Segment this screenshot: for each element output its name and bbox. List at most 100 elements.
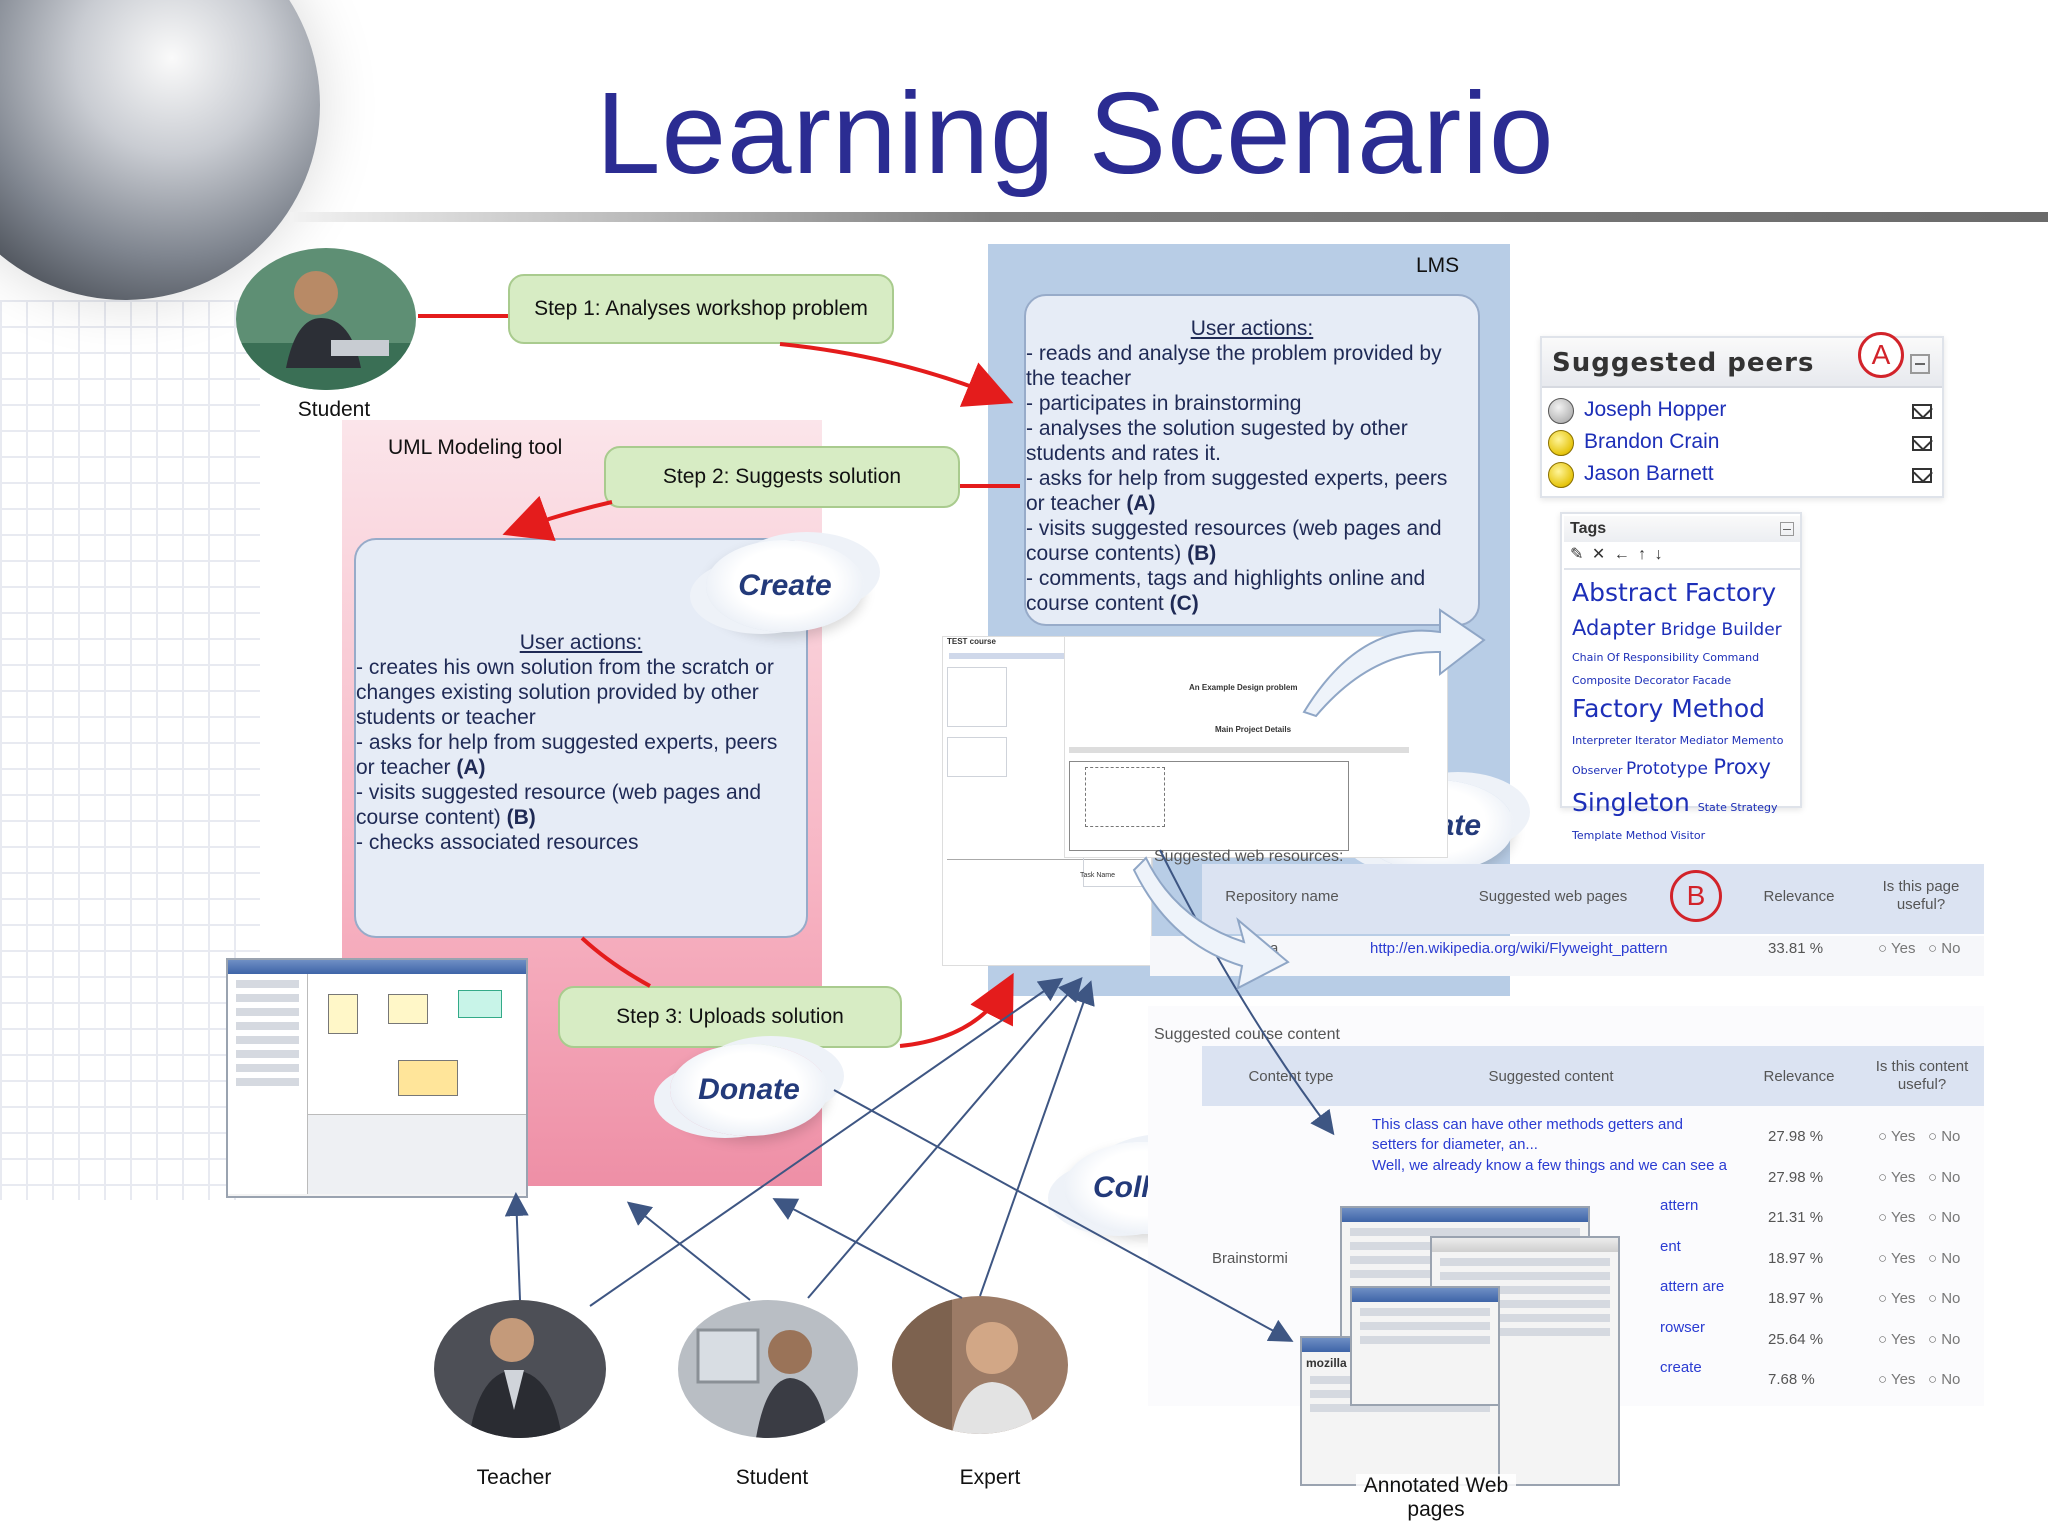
tag-link[interactable]: Observer [1572, 764, 1626, 777]
uml-action-line: course content) (B) [356, 805, 806, 830]
course-row-relevance: 7.68 % [1768, 1371, 1815, 1388]
uml-action-ref-marker: (B) [506, 806, 536, 829]
uml-action-line-text: - checks associated resources [356, 831, 639, 854]
uml-action-line-text: - asks for help from suggested experts, … [356, 731, 778, 754]
course-row-relevance: 18.97 % [1768, 1290, 1824, 1307]
course-row-content[interactable]: Well, we already know a few things and w… [1372, 1156, 1727, 1174]
web-row-yes-option[interactable]: ○ Yes [1878, 940, 1916, 957]
course-row-yes-option[interactable]: ○ Yes [1878, 1371, 1916, 1388]
mail-icon[interactable] [1912, 436, 1932, 451]
course-row-yes-option[interactable]: ○ Yes [1878, 1168, 1916, 1186]
course-row-no-option[interactable]: ○ No [1928, 1290, 1961, 1307]
uml-action-line-text: students or teacher [356, 706, 536, 729]
collapse-icon[interactable] [1780, 522, 1794, 536]
peer-name-1[interactable]: Joseph Hopper [1584, 398, 1727, 421]
step-2-box: Step 2: Suggests solution [604, 446, 960, 508]
course-row-no-option[interactable]: ○ No [1928, 1128, 1961, 1145]
course-row-content[interactable]: rowser [1660, 1318, 1706, 1336]
course-content-header [1202, 1046, 1984, 1106]
lms-problem-screenshot: An Example Design problem Main Project D… [1064, 636, 1448, 858]
lms-screenshot-details: Main Project Details [1215, 725, 1292, 734]
uml-action-line: - creates his own solution from the scra… [356, 655, 806, 680]
relate-big-arrows [1132, 608, 1486, 990]
uml-action-line-text: - visits suggested resource (web pages a… [356, 781, 762, 804]
course-row-content[interactable]: create [1660, 1359, 1702, 1376]
yes-label: Yes [1890, 940, 1916, 957]
lms-screenshot-course: TEST course [947, 637, 996, 646]
course-row-no-option[interactable]: ○ No [1928, 1168, 1961, 1186]
uml-action-line: - asks for help from suggested experts, … [356, 730, 806, 755]
course-row-content[interactable]: attern are [1660, 1278, 1725, 1295]
lms-action-line-text: the teacher [1026, 367, 1132, 390]
web-row-url[interactable]: http://en.wikipedia.org/wiki/Flyweight_p… [1370, 940, 1668, 957]
student-top-label: Student [297, 398, 371, 421]
tag-link[interactable]: Singleton [1572, 788, 1698, 817]
course-row-content[interactable]: attern [1660, 1197, 1699, 1214]
uml-action-ref-marker: (A) [456, 756, 486, 779]
tag-link[interactable]: Adapter [1572, 616, 1656, 640]
course-row-yes-option[interactable]: ○ Yes [1878, 1128, 1916, 1145]
donate-cloud: Donate [670, 1044, 828, 1136]
peer-name-2[interactable]: Brandon Crain [1584, 430, 1720, 453]
tag-link[interactable]: Chain Of Responsibility Command [1572, 651, 1760, 664]
tag-link[interactable]: Proxy [1713, 755, 1771, 779]
course-row-content[interactable]: This class can have other methods getter… [1372, 1116, 1684, 1133]
arrow-step3-to-lms [899, 972, 1014, 1048]
lms-action-line-text: - visits suggested resources (web pages … [1026, 517, 1442, 540]
course-row-yes-option[interactable]: ○ Yes [1878, 1330, 1916, 1348]
uml-action-line: - visits suggested resource (web pages a… [356, 780, 806, 805]
uml-user-actions-heading: User actions: [519, 631, 643, 654]
teacher-label: Teacher [476, 1466, 552, 1489]
course-row-yes-option[interactable]: ○ Yes [1878, 1209, 1916, 1226]
course-row-no-option[interactable]: ○ No [1928, 1330, 1961, 1348]
header-relevance: Relevance [1763, 1068, 1835, 1085]
tag-link[interactable]: Factory Method [1572, 694, 1766, 723]
arrow-teacher-to-lms [589, 977, 1064, 1307]
uml-action-line: changes existing solution provided by ot… [356, 680, 806, 705]
tag-link[interactable]: Abstract Factory [1572, 578, 1777, 607]
lms-screenshot-problem: An Example Design problem [1189, 683, 1298, 692]
peer-status-icon-away [1548, 398, 1574, 424]
peer-status-icon-online [1548, 462, 1574, 488]
arrow-teacher-to-uml [504, 1192, 529, 1301]
uml-action-line: students or teacher [356, 705, 806, 730]
lms-label: LMS [1416, 254, 1460, 277]
tag-link[interactable]: Composite Decorator Facade [1572, 674, 1732, 687]
mail-icon[interactable] [1912, 468, 1932, 483]
lms-action-line: - analyses the solution sugested by othe… [1026, 416, 1478, 441]
mail-icon[interactable] [1912, 404, 1932, 419]
content-type-brainstorming: Brainstormi [1212, 1250, 1288, 1267]
uml-user-actions-box: User actions: - creates his own solution… [354, 538, 808, 938]
course-row-no-option[interactable]: ○ No [1928, 1249, 1961, 1267]
course-row-yes-option[interactable]: ○ Yes [1878, 1249, 1916, 1267]
tag-link[interactable]: State Strategy [1697, 801, 1778, 814]
course-row-content-cont[interactable]: setters for diameter, an... [1372, 1136, 1538, 1153]
arrow-uml-to-step3 [580, 936, 651, 988]
lms-action-line: or teacher (A) [1026, 491, 1478, 516]
course-row-yes-option[interactable]: ○ Yes [1878, 1290, 1916, 1307]
peer-name-3[interactable]: Jason Barnett [1584, 462, 1714, 485]
tag-link[interactable]: Prototype [1625, 759, 1714, 779]
tag-link[interactable]: Template Method Visitor [1572, 829, 1706, 842]
tag-toolbar-icons[interactable]: ✎ ✕ ← ↑ ↓ [1570, 546, 1665, 563]
background-grid-pattern [0, 300, 260, 1200]
course-row-content[interactable]: ent [1660, 1237, 1681, 1255]
title-divider [290, 212, 2048, 222]
lms-action-line: - participates in brainstorming [1026, 391, 1478, 416]
web-row-no-option[interactable]: ○ No [1928, 940, 1961, 957]
uml-action-line: or teacher (A) [356, 755, 806, 780]
lms-action-ref-marker: (C) [1169, 592, 1199, 615]
marker-b: B [1670, 870, 1722, 922]
collapse-icon[interactable] [1910, 354, 1930, 374]
uml-action-line-text: - creates his own solution from the scra… [356, 656, 774, 679]
tag-link[interactable]: Bridge Builder [1655, 620, 1782, 640]
header-suggested-web-pages: Suggested web pages [1478, 888, 1628, 905]
course-row-no-option[interactable]: ○ No [1928, 1371, 1961, 1388]
student-bottom-label: Student [735, 1466, 809, 1489]
tag-link[interactable]: Interpreter Iterator Mediator Memento [1572, 734, 1784, 747]
course-row-no-option[interactable]: ○ No [1928, 1209, 1961, 1226]
lms-action-line: - comments, tags and highlights online a… [1026, 566, 1478, 591]
lms-action-line-text: - participates in brainstorming [1026, 392, 1302, 415]
